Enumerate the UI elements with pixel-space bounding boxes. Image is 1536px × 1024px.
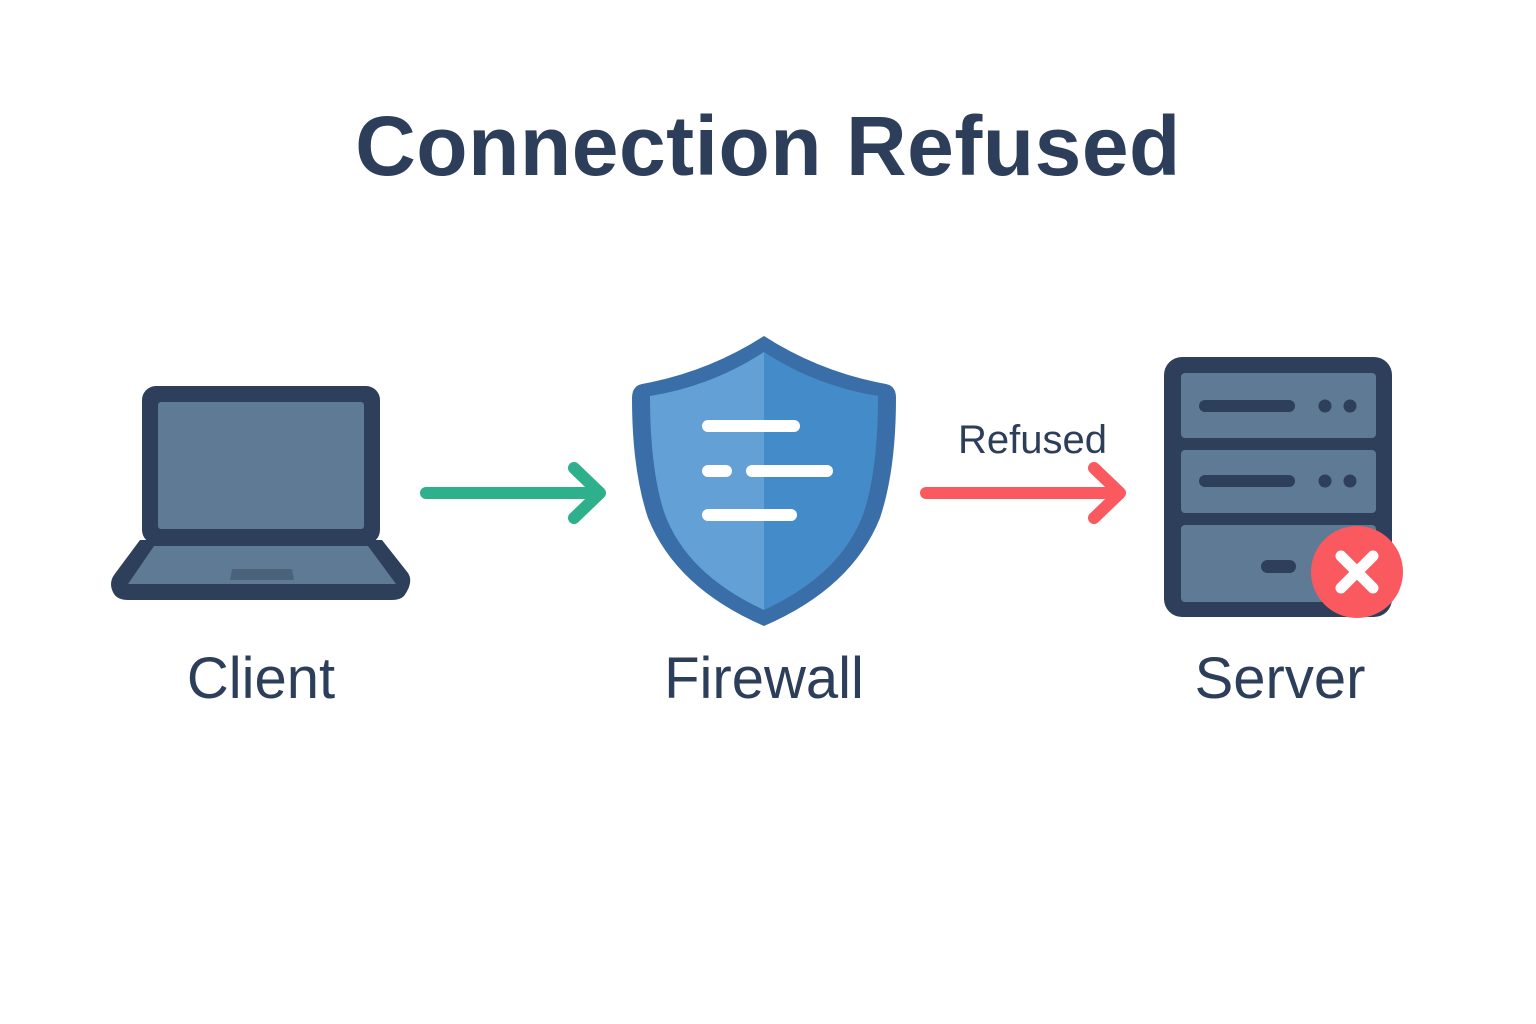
allowed-arrow (420, 462, 606, 524)
diagram-title: Connection Refused (355, 99, 1181, 193)
error-x-icon (1311, 526, 1403, 618)
shield-icon (632, 336, 896, 626)
server-label: Server (1194, 646, 1366, 711)
laptop-icon (111, 386, 411, 600)
refused-arrow (920, 462, 1126, 524)
refused-edge-label: Refused (958, 418, 1107, 462)
firewall-label: Firewall (664, 646, 864, 711)
client-label: Client (186, 646, 336, 711)
shield-line (702, 509, 797, 521)
shield-line (702, 465, 732, 477)
shield-line (746, 465, 833, 477)
shield-line (702, 420, 800, 432)
